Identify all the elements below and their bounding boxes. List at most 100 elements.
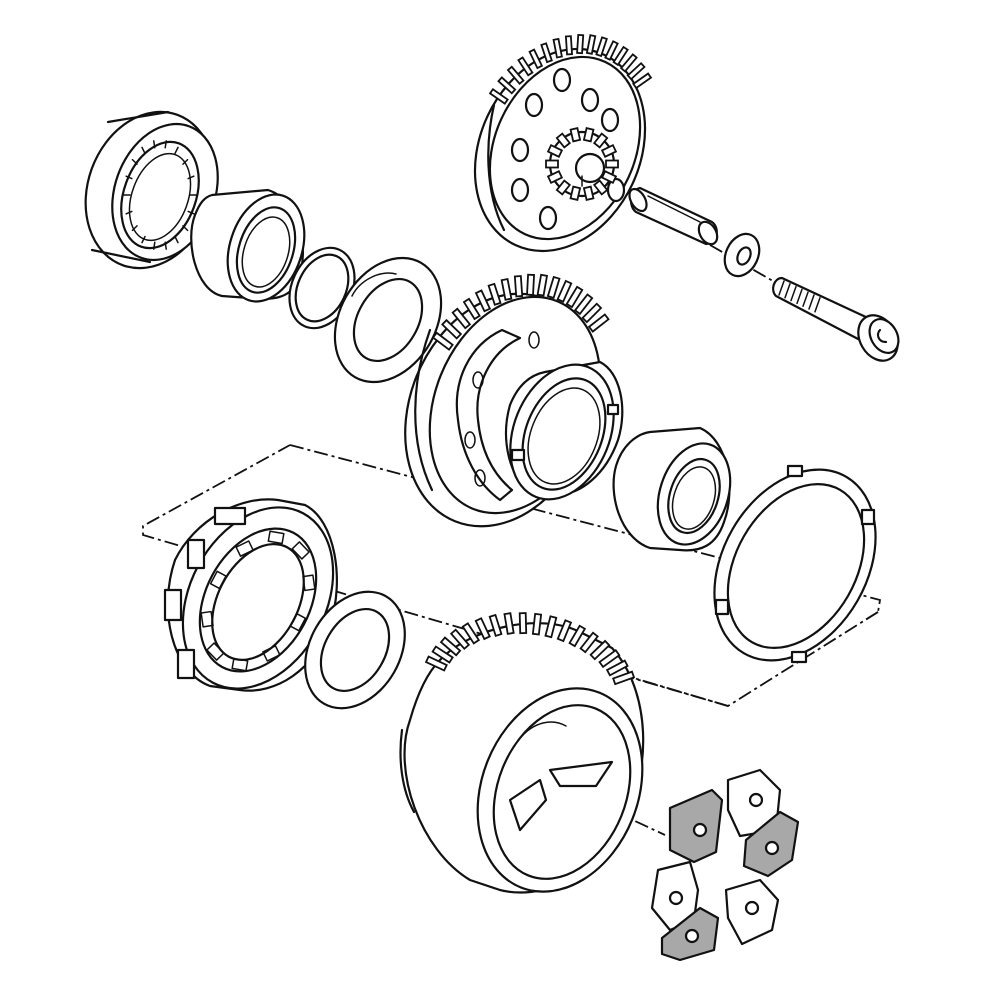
clutch-sprag (302, 574, 316, 592)
gear-tooth (612, 670, 636, 686)
gear-tooth (513, 275, 524, 298)
clutch-sprag (262, 645, 281, 662)
bearing-roller (131, 225, 138, 232)
bearing-roller (164, 140, 168, 149)
gear-tooth (474, 289, 492, 313)
bolt-thread (802, 291, 809, 307)
bolt (772, 276, 900, 362)
snap-ring (288, 246, 356, 330)
clutch-sprag (235, 540, 254, 557)
clutch-sprag (289, 612, 307, 632)
gear-tooth (556, 279, 573, 303)
gear-tooth (531, 612, 543, 636)
gear-tooth (565, 285, 584, 309)
gear-tooth (579, 631, 599, 654)
gear-tooth (587, 313, 610, 333)
gear-tooth (555, 132, 572, 149)
gear-tooth (518, 612, 528, 635)
gear-tooth (595, 36, 608, 58)
gear-tooth (488, 613, 503, 637)
gear-tooth (449, 628, 471, 651)
bearing-roller (125, 210, 133, 215)
plate-hole (600, 107, 620, 133)
damper-rubbers (650, 768, 800, 962)
plate-hole (552, 67, 572, 93)
gear-slot (472, 371, 484, 389)
plate-hole (524, 92, 544, 118)
primary-driven-gear (404, 273, 624, 528)
plate-hole (510, 177, 530, 203)
gear-tooth (626, 62, 646, 81)
pin (628, 186, 719, 246)
gear-tooth (569, 127, 582, 143)
washer (723, 232, 761, 278)
gear-tooth (585, 34, 597, 55)
bearing-roller (174, 235, 179, 244)
gear-tooth (605, 159, 619, 169)
gear-tooth (592, 132, 609, 149)
gear-tooth (461, 622, 481, 645)
gear-tooth (546, 170, 564, 184)
clutch-sprag (206, 642, 225, 661)
gear-slot (464, 431, 476, 449)
gear-tooth (536, 273, 549, 297)
gear-tooth (441, 318, 463, 340)
bearing-roller (141, 235, 146, 244)
gear-tooth (564, 35, 573, 56)
gear-tooth (439, 636, 462, 657)
bolt-thread (796, 288, 803, 305)
plate-hole (510, 137, 530, 163)
bolt-thread (808, 294, 815, 310)
gear-tooth (589, 639, 611, 661)
gear-tooth (545, 159, 559, 169)
gear-tooth (582, 185, 595, 201)
gear-plate (473, 33, 653, 253)
bearing-roller (174, 146, 179, 155)
gear-tooth (528, 48, 544, 70)
gear-tooth (424, 655, 448, 672)
leader-line-bolt (709, 244, 781, 286)
bearing-roller (182, 225, 189, 232)
gear-tooth (497, 76, 517, 95)
inner-sleeve (190, 188, 306, 303)
gear-tooth (604, 40, 619, 61)
gear-tooth (573, 293, 594, 316)
gear-tooth (582, 127, 595, 143)
gear-tooth (462, 297, 481, 321)
clutch-sprag (291, 541, 310, 560)
thrust-washer-lower (304, 590, 406, 710)
plate-hole (538, 205, 558, 231)
gear-tooth (431, 645, 454, 664)
bearing-roller (152, 140, 156, 149)
gear-tooth (474, 617, 491, 641)
gear-tooth (431, 331, 454, 351)
bolt-thread (784, 283, 791, 299)
bearing-roller (152, 241, 156, 250)
gear-tooth (600, 144, 618, 158)
bolt-thread (790, 285, 797, 302)
gear-tooth (500, 277, 513, 301)
bearing-roller (182, 158, 189, 165)
gear-tooth (598, 649, 621, 669)
gear-tooth (576, 33, 585, 55)
gear-tooth (555, 179, 572, 196)
gear-tooth (540, 42, 553, 64)
bearing-roller (187, 210, 195, 215)
one-way-clutch (163, 498, 338, 692)
gear-slot (474, 469, 486, 487)
clutch-housing-gear (399, 612, 645, 894)
bearing-roller (141, 146, 146, 155)
bolt-thread (778, 280, 785, 296)
bearing-roller (125, 175, 133, 180)
gear-tooth (632, 72, 653, 90)
gear-tooth (605, 659, 629, 677)
gear-slot (528, 331, 540, 349)
gear-tooth (552, 37, 563, 59)
bearing-roller (131, 158, 138, 165)
needle-sleeve (612, 426, 732, 552)
friction-plate (713, 464, 877, 664)
gear-tooth (619, 53, 638, 73)
gear-tooth (544, 615, 558, 639)
